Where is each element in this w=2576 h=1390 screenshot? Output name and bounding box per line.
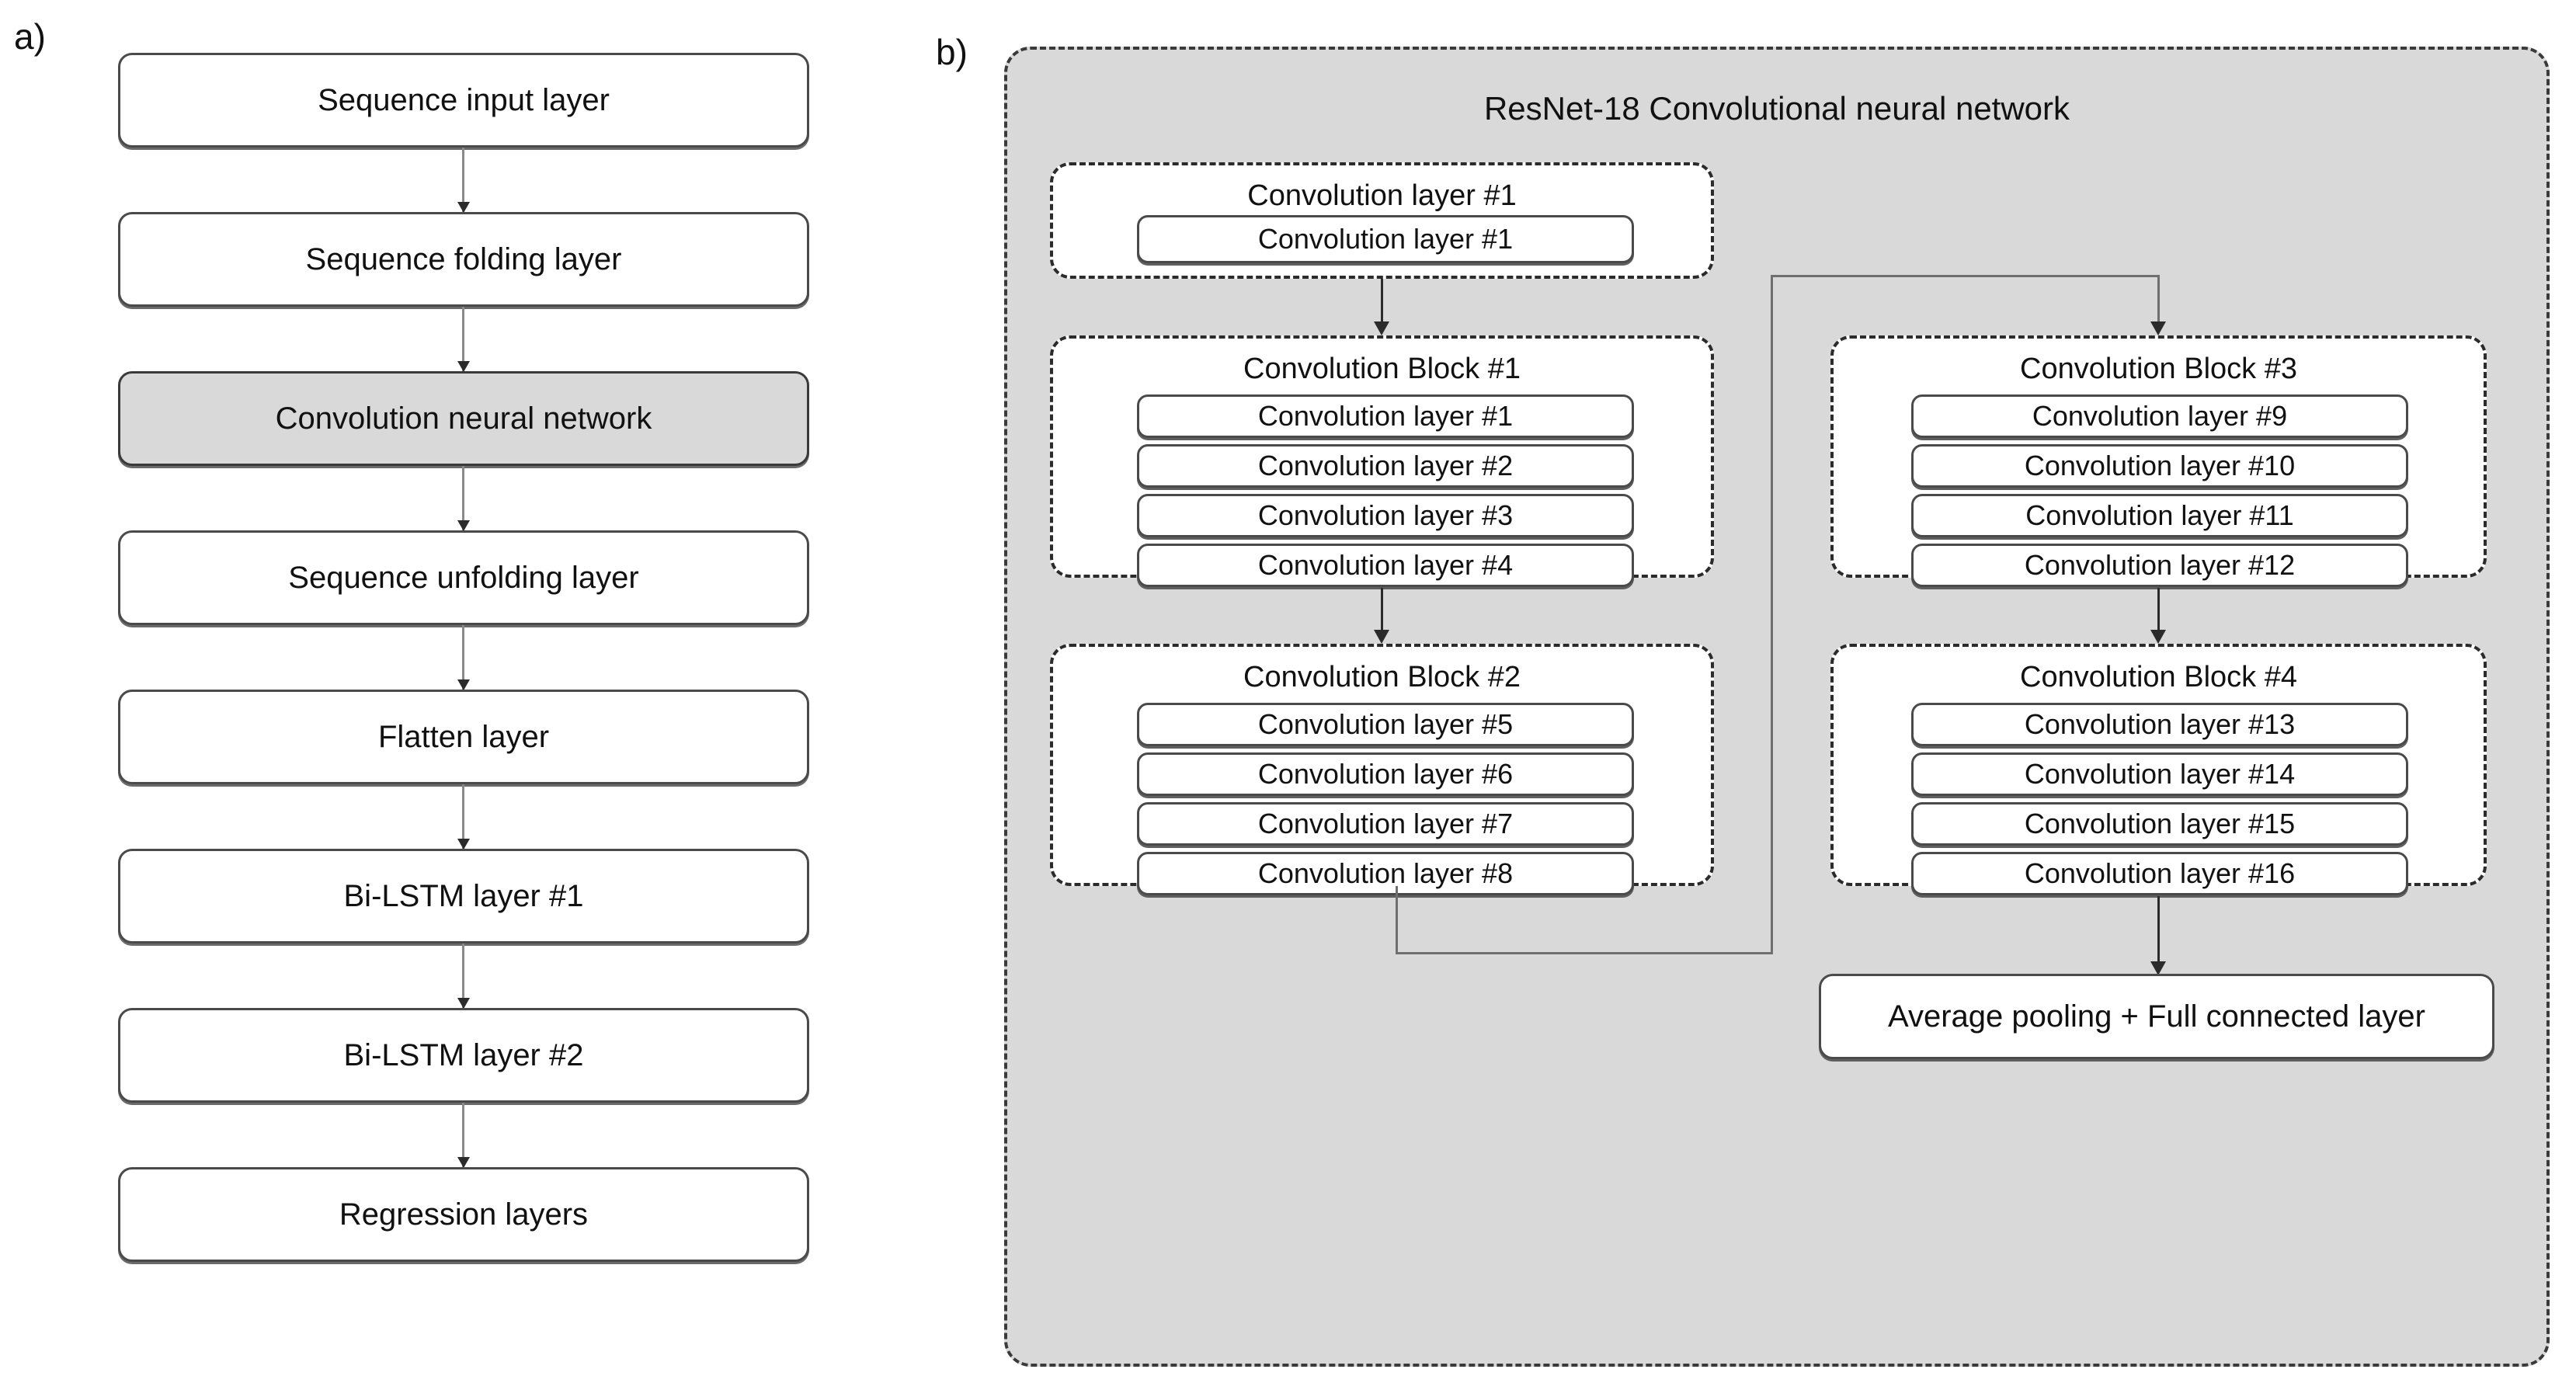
connector-drop-into-block3 — [2157, 275, 2160, 328]
flow-box-regression-layers[interactable]: Regression layers — [118, 1167, 809, 1262]
flow-arrow-7 — [462, 1103, 464, 1167]
layer-box-conv-8[interactable]: Convolution layer #8 — [1137, 852, 1634, 895]
connector-top-to-block3 — [1771, 275, 2159, 277]
connector-block2-right — [1396, 952, 1773, 954]
connector-block3-to-block4 — [2157, 588, 2160, 636]
group-title-convolution-block-1: Convolution Block #1 — [1243, 353, 1521, 385]
group-title-convolution-block-2: Convolution Block #2 — [1243, 661, 1521, 693]
flow-arrow-4 — [462, 625, 464, 690]
flow-box-bi-lstm-layer-1[interactable]: Bi-LSTM layer #1 — [118, 849, 809, 943]
connector-riser-to-block3 — [1771, 275, 1773, 954]
layer-box-conv-3[interactable]: Convolution layer #3 — [1137, 494, 1634, 537]
resnet18-panel: ResNet-18 Convolutional neural network C… — [1004, 47, 2550, 1367]
output-box-average-pooling-full-connected-layer[interactable]: Average pooling + Full connected layer — [1819, 974, 2494, 1059]
layer-box-conv-15[interactable]: Convolution layer #15 — [1911, 802, 2408, 846]
group-title-convolution-block-4: Convolution Block #4 — [2020, 661, 2297, 693]
layer-box-conv-13[interactable]: Convolution layer #13 — [1911, 703, 2408, 746]
layer-box-conv-9[interactable]: Convolution layer #9 — [1911, 394, 2408, 438]
layer-box-conv-12[interactable]: Convolution layer #12 — [1911, 544, 2408, 587]
arrowhead-block3-to-block4 — [2150, 630, 2166, 644]
arrowhead-into-block3 — [2150, 321, 2166, 335]
arrowhead-stem-to-block1 — [1374, 321, 1389, 335]
flow-arrow-1 — [462, 148, 464, 212]
group-title-convolution-layer-1: Convolution layer #1 — [1247, 179, 1517, 212]
group-convolution-block-1: Convolution Block #1 Convolution layer #… — [1050, 335, 1714, 587]
group-convolution-layer-1: Convolution layer #1 Convolution layer #… — [1050, 162, 1714, 279]
layer-box-conv-11[interactable]: Convolution layer #11 — [1911, 494, 2408, 537]
flow-arrow-2 — [462, 307, 464, 371]
resnet18-title: ResNet-18 Convolutional neural network — [1483, 90, 2070, 127]
layer-box-conv-1-b1[interactable]: Convolution layer #1 — [1137, 394, 1634, 438]
flow-arrow-3 — [462, 466, 464, 530]
group-convolution-block-3: Convolution Block #3 Convolution layer #… — [1830, 335, 2487, 587]
connector-block1-to-block2 — [1381, 588, 1383, 636]
flow-box-bi-lstm-layer-2[interactable]: Bi-LSTM layer #2 — [118, 1008, 809, 1103]
layer-box-conv-7[interactable]: Convolution layer #7 — [1137, 802, 1634, 846]
arrowhead-block1-to-block2 — [1374, 630, 1389, 644]
flow-arrow-6 — [462, 943, 464, 1008]
flow-box-sequence-input-layer[interactable]: Sequence input layer — [118, 53, 809, 148]
group-convolution-block-2: Convolution Block #2 Convolution layer #… — [1050, 644, 1714, 895]
panel-b-label: b) — [936, 32, 968, 72]
arrowhead-block4-to-output — [2150, 961, 2166, 975]
layer-box-conv-1[interactable]: Convolution layer #1 — [1137, 215, 1634, 263]
flow-arrow-5 — [462, 784, 464, 849]
flow-box-flatten-layer[interactable]: Flatten layer — [118, 690, 809, 784]
panel-a-label: a) — [14, 16, 46, 57]
flow-box-convolution-neural-network[interactable]: Convolution neural network — [118, 371, 809, 466]
group-convolution-block-4: Convolution Block #4 Convolution layer #… — [1830, 644, 2487, 895]
layer-box-conv-2[interactable]: Convolution layer #2 — [1137, 444, 1634, 488]
layer-box-conv-16[interactable]: Convolution layer #16 — [1911, 852, 2408, 895]
layer-box-conv-6[interactable]: Convolution layer #6 — [1137, 752, 1634, 796]
flow-box-sequence-unfolding-layer[interactable]: Sequence unfolding layer — [118, 530, 809, 625]
group-title-convolution-block-3: Convolution Block #3 — [2020, 353, 2297, 385]
layer-box-conv-10[interactable]: Convolution layer #10 — [1911, 444, 2408, 488]
connector-block2-down — [1396, 886, 1398, 954]
connector-stem-to-block1 — [1381, 279, 1383, 328]
flow-box-sequence-folding-layer[interactable]: Sequence folding layer — [118, 212, 809, 307]
layer-box-conv-4[interactable]: Convolution layer #4 — [1137, 544, 1634, 587]
layer-box-conv-14[interactable]: Convolution layer #14 — [1911, 752, 2408, 796]
layer-box-conv-5[interactable]: Convolution layer #5 — [1137, 703, 1634, 746]
connector-block4-to-output — [2157, 896, 2160, 968]
